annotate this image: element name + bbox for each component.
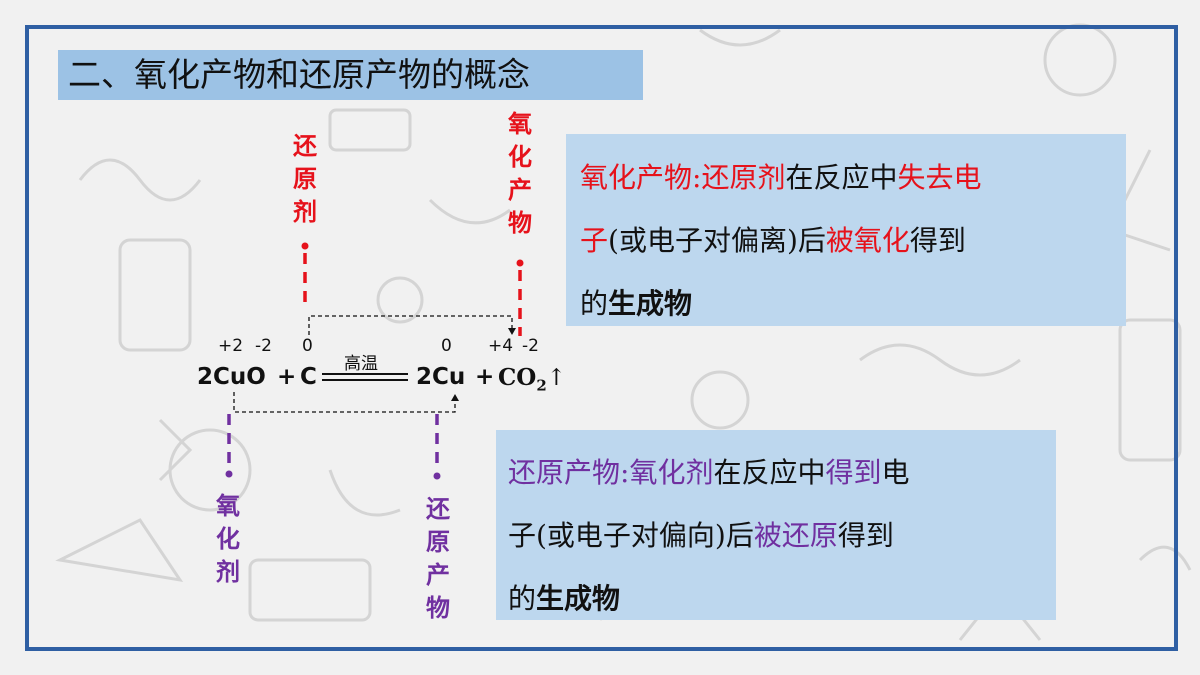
plain-text: 在反应中 [713,456,826,489]
colon: : [620,456,630,489]
ox-state-c-product: +4 [488,336,514,356]
definition-line-1: 还原产物:氧化剂在反应中得到电 [508,441,910,504]
plain-text: (或电子对偏离)后 [608,224,826,257]
label-char: 还 [293,132,317,160]
oxidation-product-definition-box [566,134,1126,326]
term-oxidized: 被氧化 [825,224,910,257]
definition-line-1: 氧化产物:还原剂在反应中失去电 [580,146,982,209]
term-product: 生成物 [536,582,621,615]
plus-sign: + [277,364,297,390]
label-char: 化 [216,525,240,553]
plain-text: 的 [580,287,609,320]
definition-line-3: 的生成物 [580,272,982,335]
label-char: 产 [508,176,532,204]
oxidation-product-definition: 氧化产物:还原剂在反应中失去电 子(或电子对偏离)后被氧化得到 的生成物 [580,146,982,335]
plain-text: 的 [508,582,537,615]
ox-state-o-product: -2 [522,336,539,356]
term-gain-electrons: 得到 [825,456,882,489]
ox-state-cu-reactant: +2 [218,336,244,356]
plain-text: 得到 [837,519,894,552]
term-lose-electrons: 失去电 [897,161,982,194]
term-oxidation-product: 氧化产物 [580,161,693,194]
plus-sign: + [475,364,495,390]
plain-text: 子(或电子对偏向)后 [508,519,754,552]
plain-text: 在反应中 [785,161,898,194]
reactant-c: C [300,364,317,390]
label-char: 氧 [216,492,240,520]
colon: : [692,161,702,194]
term-oxidizing-agent: 氧化剂 [629,456,714,489]
term-reduced: 被还原 [753,519,838,552]
definition-line-3: 的生成物 [508,567,910,630]
term-product: 生成物 [608,287,693,320]
definition-line-2: 子(或电子对偏离)后被氧化得到 [580,209,982,272]
product-co2-subscript: 2 [536,376,547,395]
label-char: 还 [426,495,450,523]
label-oxidizing-agent: 氧 化 剂 [213,490,243,589]
label-char: 原 [293,165,317,193]
term-reduction-product: 还原产物 [508,456,621,489]
product-cu: 2Cu [416,364,466,390]
reduction-product-definition-box [496,430,1056,620]
ox-state-o-reactant: -2 [255,336,272,356]
ox-state-cu-product: 0 [441,336,452,356]
plain-text: 电 [881,456,910,489]
label-char: 氧 [508,110,532,138]
product-co2-text: CO [498,364,537,391]
ox-state-c-reactant: 0 [302,336,313,356]
label-char: 产 [426,561,450,589]
slide-frame [25,25,1178,651]
label-reducing-agent: 还 原 剂 [290,130,320,229]
product-co2: CO2↑ [498,364,566,395]
reduction-product-definition: 还原产物:氧化剂在反应中得到电 子(或电子对偏向)后被还原得到 的生成物 [508,441,910,630]
label-oxidation-product: 氧 化 产 物 [505,108,535,240]
term-reducing-agent: 还原剂 [701,161,786,194]
label-char: 剂 [293,198,317,226]
title-banner [58,50,643,100]
label-char: 化 [508,143,532,171]
label-char: 物 [508,209,532,237]
gas-arrow-icon: ↑ [546,365,567,391]
definition-line-2: 子(或电子对偏向)后被还原得到 [508,504,910,567]
reactant-cuo: 2CuO [197,364,266,390]
label-reduction-product: 还 原 产 物 [423,493,453,625]
label-char: 物 [426,594,450,622]
reaction-condition: 高温 [344,354,378,374]
plain-text: 得到 [909,224,966,257]
slide-title: 二、氧化产物和还原产物的概念 [68,55,530,94]
label-char: 剂 [216,558,240,586]
term-lose-electrons-tail: 子 [580,224,609,257]
label-char: 原 [426,528,450,556]
